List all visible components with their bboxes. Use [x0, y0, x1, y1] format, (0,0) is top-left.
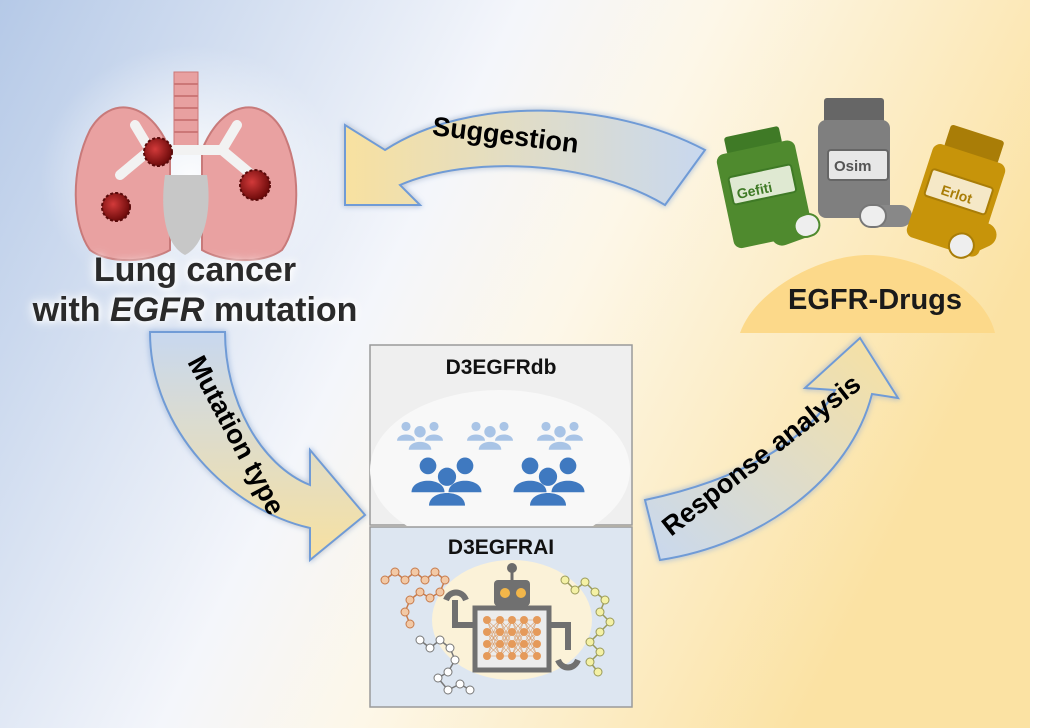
person-icon	[495, 421, 513, 441]
lung-title-suffix: mutation	[204, 291, 358, 329]
person-icon	[530, 467, 566, 506]
right-edge	[1030, 0, 1037, 728]
molecule-icon	[380, 567, 450, 629]
lung-title-egfr: EGFR	[110, 291, 205, 329]
person-icon	[551, 457, 585, 493]
people-group	[397, 421, 585, 506]
person-icon	[513, 457, 547, 493]
d3egfrai-title: D3EGFRAI	[447, 536, 555, 559]
pill-icon	[771, 212, 821, 246]
bottle-label: Osim	[834, 158, 872, 175]
virus-icon	[239, 169, 271, 201]
molecule-icon	[560, 575, 615, 677]
person-icon	[408, 426, 432, 450]
neural-network-icon	[483, 616, 541, 660]
response-analysis-arrow	[643, 336, 901, 562]
person-icon	[411, 457, 445, 493]
pill-icon	[859, 204, 912, 228]
bottle-label: Gefiti	[735, 179, 773, 202]
person-icon	[425, 421, 443, 441]
person-icon	[565, 421, 583, 441]
molecule-icon	[415, 635, 475, 695]
person-icon	[397, 421, 415, 441]
mediastinum	[163, 175, 209, 255]
person-icon	[478, 426, 502, 450]
lung-title-prefix: with	[32, 291, 110, 329]
mutation-type-arrow	[148, 331, 367, 563]
person-icon	[467, 421, 485, 441]
virus-icon	[143, 137, 173, 167]
lung-title-line2: with EGFR mutation	[10, 290, 380, 330]
person-icon	[448, 457, 482, 493]
pill-icon	[947, 222, 997, 259]
bottle-icon	[818, 98, 890, 218]
drugs-base	[740, 255, 995, 333]
egfr-drugs-title: EGFR-Drugs	[788, 284, 962, 316]
trachea	[173, 71, 199, 151]
lung-cancer-title: Lung cancer with EGFR mutation	[10, 250, 380, 330]
virus-icon	[101, 192, 131, 222]
left-lung	[74, 106, 171, 262]
lung-title-line1: Lung cancer	[93, 251, 297, 289]
person-icon	[429, 467, 465, 506]
suggestion-arrow	[344, 109, 707, 207]
d3egfrdb-title: D3EGFRdb	[445, 356, 557, 379]
lung-illustration	[40, 45, 340, 305]
person-icon	[548, 426, 572, 450]
person-icon	[537, 421, 555, 441]
